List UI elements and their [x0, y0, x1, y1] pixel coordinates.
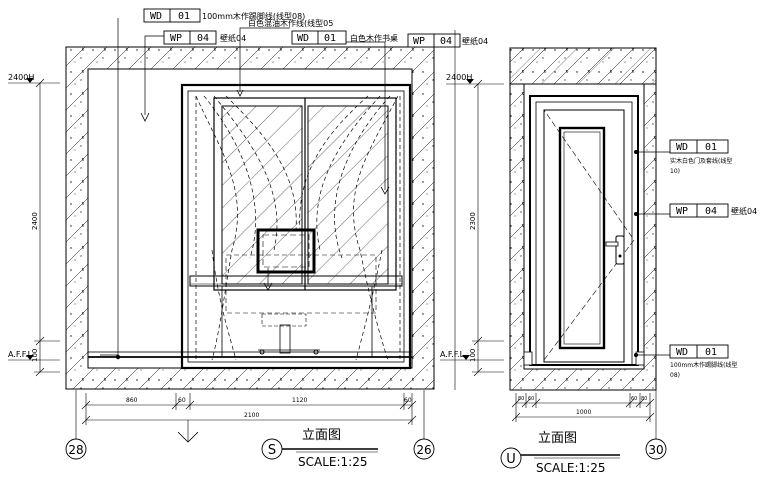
callout-code: WD [676, 347, 688, 358]
title-mark: U [506, 452, 516, 467]
curtain-right [299, 95, 401, 361]
dim-b: 60 [178, 397, 186, 404]
callout-num: 04 [705, 206, 717, 217]
dim-skirting: 100 [31, 349, 39, 362]
title-name: 立面图 [302, 428, 341, 443]
window-glass-left [221, 105, 303, 285]
callout-wd01-c: WD 01 实木白色门及套线(线型 10) [669, 139, 732, 175]
ceiling-level: 2400H [446, 73, 472, 82]
grid-bubble-28 [65, 438, 87, 460]
title-name: 立面图 [538, 431, 577, 446]
dim-total: 2100 [244, 412, 259, 419]
callout-num: 01 [324, 33, 336, 44]
callout-desc-1: 100mm木作踢脚线(线型 [670, 361, 737, 369]
callout-desc: 100mm木作踢脚线(线型08) [202, 11, 305, 21]
callout-desc: 壁纸04 [731, 206, 757, 216]
title-block-u: U 立面图 SCALE:1:25 [500, 431, 620, 475]
dim-c: 60 [631, 396, 637, 402]
grid-label-28: 28 [68, 443, 83, 457]
dim-a: 80 [518, 396, 524, 402]
callout-code: WD [150, 11, 162, 22]
callout-num: 01 [705, 142, 717, 153]
callout-wp04-a: WP 04 壁纸04 [163, 30, 246, 45]
callout-num: 01 [705, 347, 717, 358]
callout-num: 04 [440, 36, 452, 47]
grid-bubble-30 [645, 438, 667, 460]
dim-c: 1120 [292, 397, 307, 404]
dim-b: 60 [528, 396, 534, 402]
skirting-s [87, 351, 413, 369]
floor-level: A.F.F.L [8, 350, 33, 359]
callout-wp04-c: WP 04 壁纸04 [669, 203, 757, 218]
title-block-s: S 立面图 SCALE:1:25 [261, 428, 378, 469]
grid-label-30: 30 [648, 443, 663, 457]
callout-wp04-b: WP 04 壁纸04 [407, 33, 488, 48]
dim-height: 2300 [469, 212, 477, 230]
title-mark: S [268, 443, 276, 458]
grid-bubble-26 [413, 438, 435, 460]
dim-total: 1000 [576, 409, 591, 416]
callout-code: WP [170, 33, 182, 44]
callout-desc-2: 10) [670, 168, 680, 175]
ceiling-level: 2400H [8, 73, 34, 82]
callout-desc: 壁纸04 [462, 36, 488, 46]
window-frame-s [180, 83, 412, 370]
callout-code: WP [413, 36, 425, 47]
callout-desc-1: 实木白色门及套线(线型 [670, 157, 732, 165]
callout-desc: 白色木作书桌 [350, 33, 398, 43]
dim-bottom-u [511, 393, 655, 422]
callout-code: WP [676, 206, 688, 217]
dim-d: 60 [404, 397, 412, 404]
elevation-s: WD 01 100mm木作踢脚线(线型08) 白色混油木作线(线型05 WP 0… [8, 8, 488, 469]
title-scale: SCALE:1:25 [298, 455, 367, 469]
levels-s: 2400H A.F.F.L [8, 73, 60, 361]
dim-vertical-s [34, 78, 60, 377]
callout-code: WD [676, 142, 688, 153]
dim-vertical-u [472, 79, 504, 377]
dim-a: 860 [126, 397, 138, 404]
dim-bottom-s [81, 393, 417, 425]
callout-wd01-d: WD 01 100mm木作踢脚线(线型 08) [669, 344, 737, 379]
leaders-u [636, 151, 670, 356]
dim-skirting: 100 [469, 349, 477, 362]
floor-level: A.F.F.L [440, 350, 465, 359]
dim-height: 2400 [31, 212, 39, 230]
callout-desc: 壁纸04 [220, 33, 246, 43]
callout-desc-2: 08) [670, 372, 680, 379]
grid-label-26: 26 [416, 443, 431, 457]
elevation-u: WD 01 实木白色门及套线(线型 10) WP 04 壁纸04 WD 01 1… [440, 47, 757, 475]
door-swing [543, 109, 635, 361]
dim-d: 80 [641, 396, 647, 402]
desk [189, 254, 403, 357]
callout-wd01-a: WD 01 100mm木作踢脚线(线型08) [143, 8, 305, 23]
door-handle [615, 235, 625, 265]
highlight-box [256, 228, 316, 274]
callout-code: WD [297, 33, 309, 44]
callout-num: 04 [197, 33, 209, 44]
white-paint-note: 白色混油木作线(线型05 [248, 18, 333, 28]
callout-num: 01 [178, 11, 190, 22]
callout-wd01-b: WD 01 白色木作书桌 [291, 30, 398, 45]
levels-u: 2400H A.F.F.L [440, 73, 504, 361]
title-scale: SCALE:1:25 [536, 461, 605, 475]
